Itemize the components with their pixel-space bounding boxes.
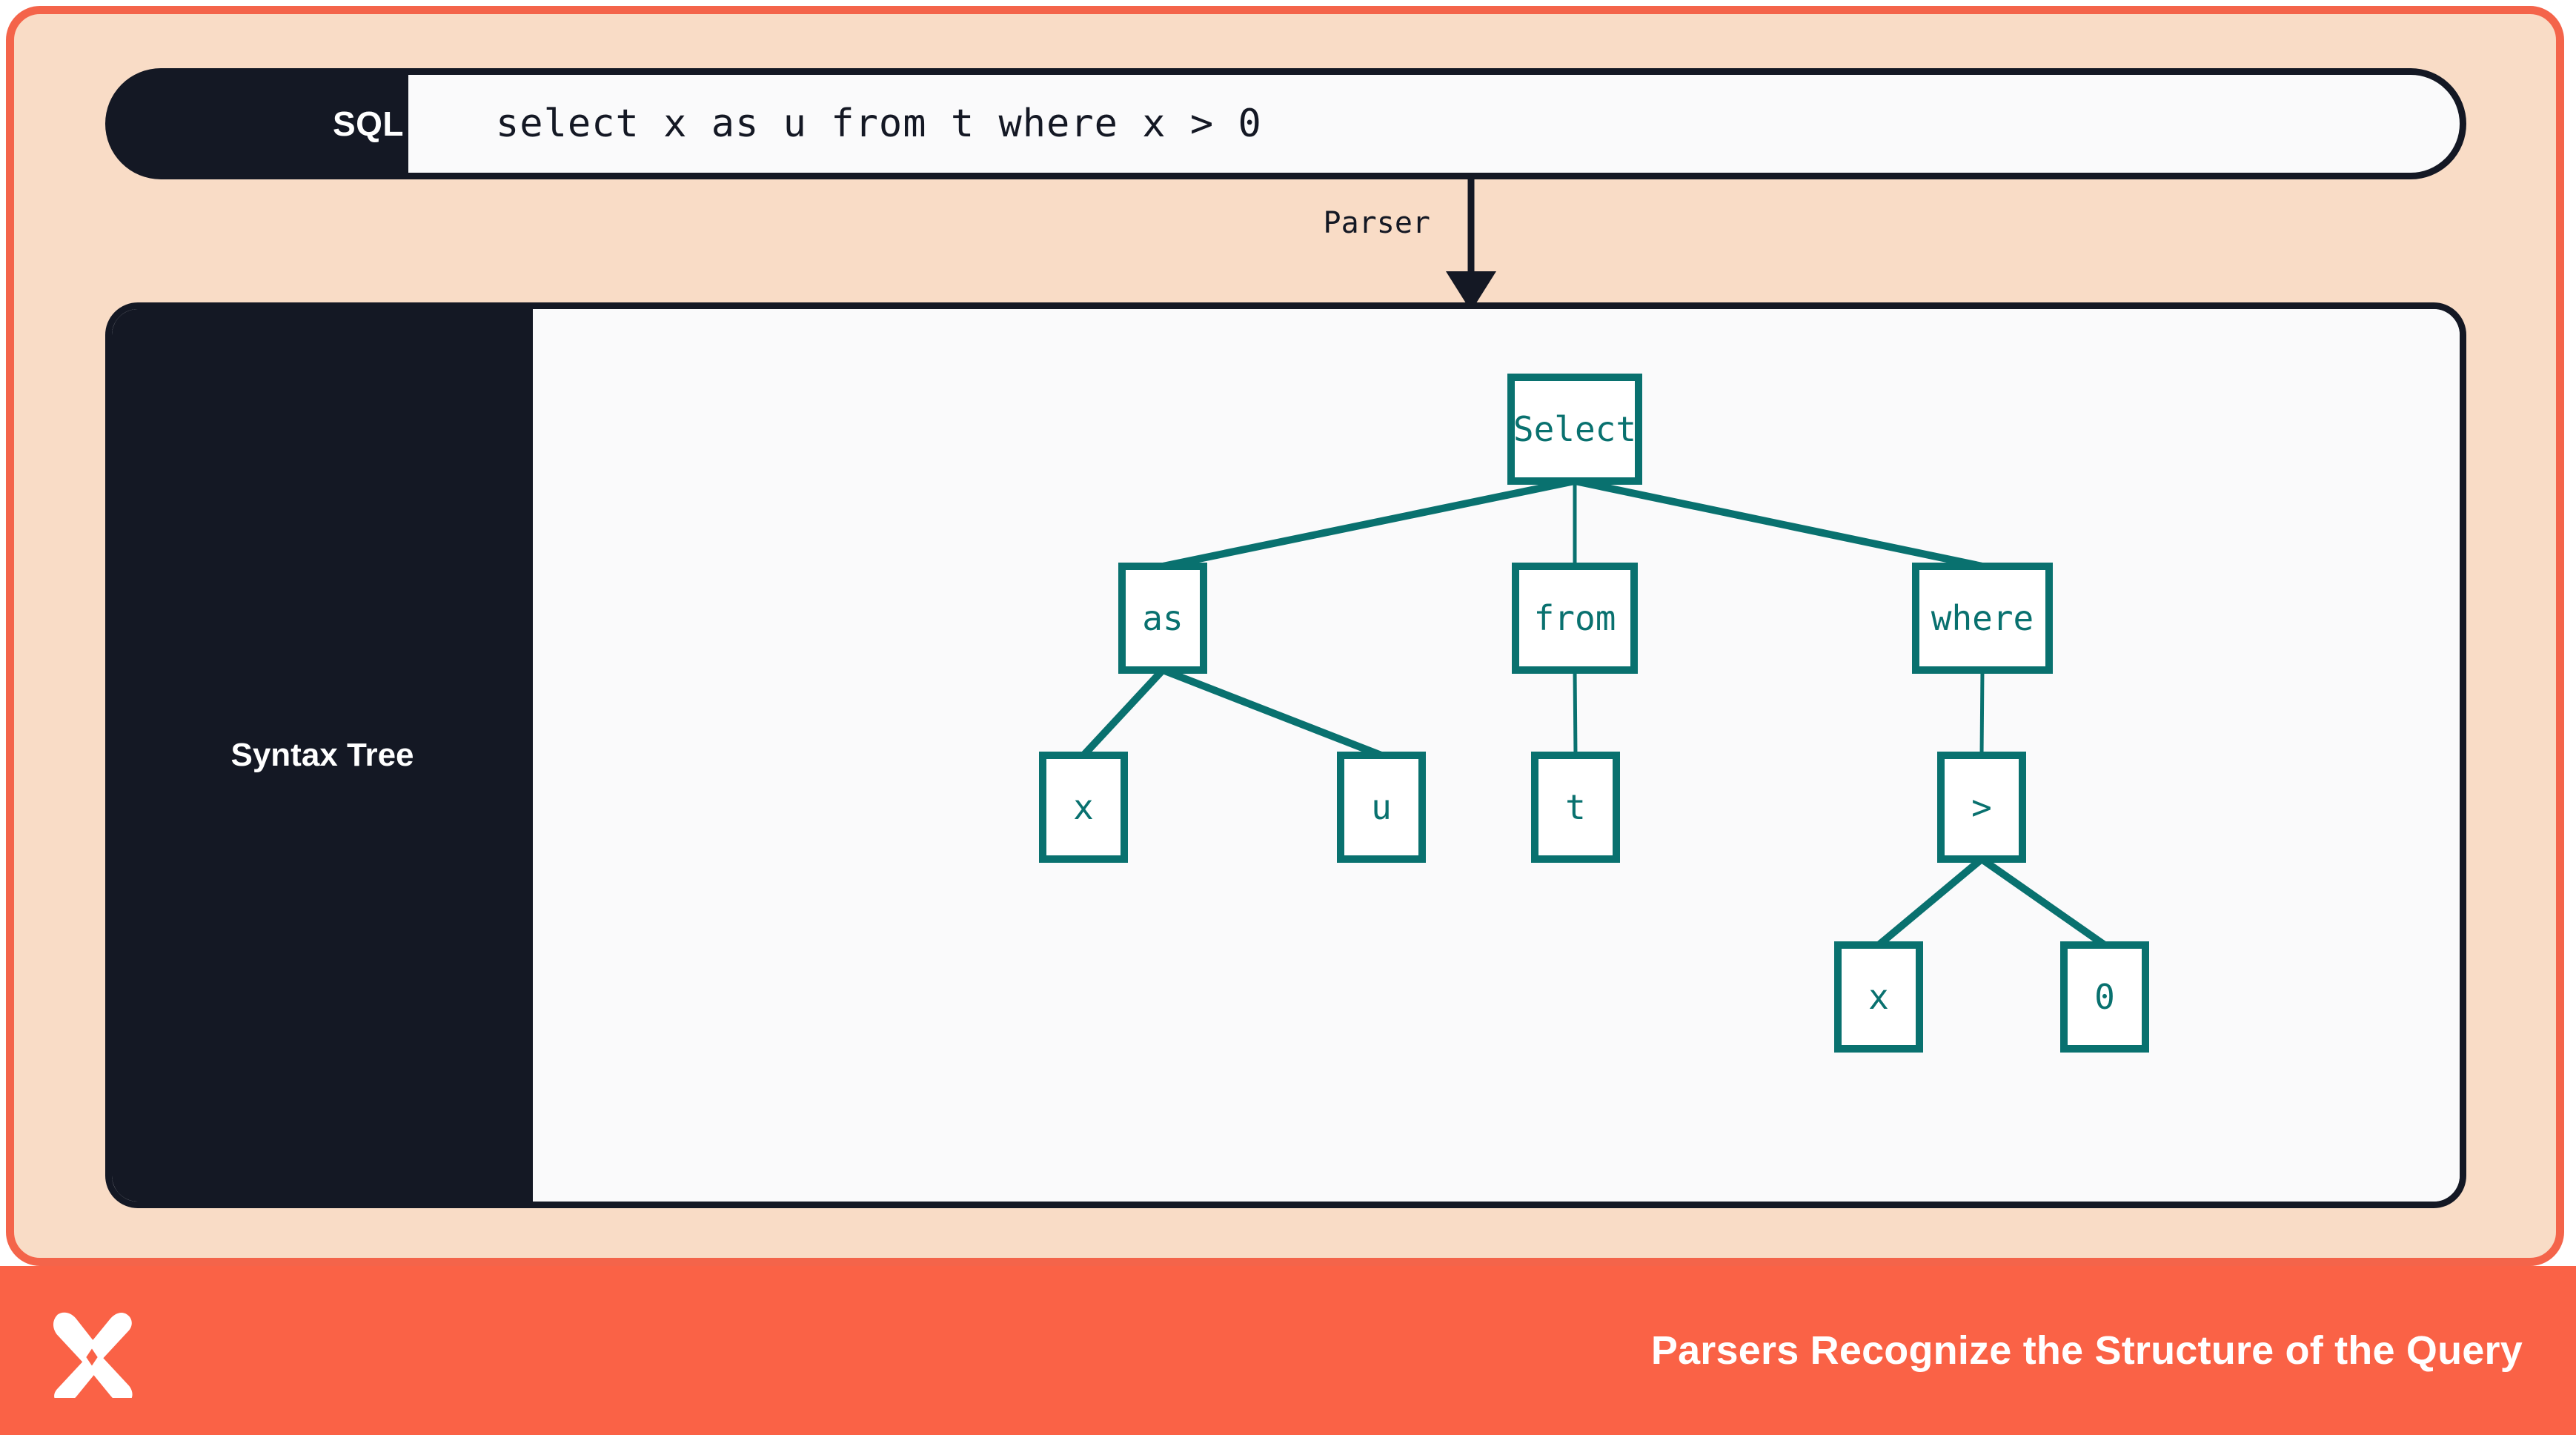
syntax-tree-graph: Select as from where x u t > x 0 xyxy=(1039,374,2149,1053)
tree-node-box xyxy=(1912,563,2053,674)
tree-edge xyxy=(1080,667,1166,758)
tree-node-label: from xyxy=(1534,598,1616,638)
tree-node-box xyxy=(1834,941,1923,1053)
sql-query-text: select x as u from t where x > 0 xyxy=(496,102,1262,146)
tree-node[interactable]: > xyxy=(1937,752,2026,863)
tree-node-box xyxy=(1337,752,1426,863)
tree-node-box xyxy=(1531,752,1620,863)
tree-edge xyxy=(1161,477,1576,570)
footer-caption: Parsers Recognize the Structure of the Q… xyxy=(1650,1328,2523,1373)
tree-node-label: Select xyxy=(1513,409,1636,449)
tree-edge xyxy=(1979,855,2107,949)
tree-node-label: x xyxy=(1073,787,1094,827)
tree-edge xyxy=(1876,856,1985,948)
tree-node-label: u xyxy=(1371,787,1392,827)
tree-node-box xyxy=(1937,752,2026,863)
tree-node-box xyxy=(1507,374,1642,485)
tree-edge xyxy=(1573,669,1578,756)
tree-node[interactable]: as xyxy=(1118,563,1207,674)
parser-arrow-icon xyxy=(1446,176,1496,311)
tree-node-label: t xyxy=(1565,787,1586,827)
syntax-tree-sidebar: Syntax Tree xyxy=(112,309,533,1202)
tree-node-box xyxy=(1118,563,1207,674)
tree-node-label: x xyxy=(1868,977,1889,1017)
tree-node[interactable]: where xyxy=(1912,563,2053,674)
tree-node-box xyxy=(1512,563,1638,674)
tree-node[interactable]: t xyxy=(1531,752,1620,863)
tree-edge xyxy=(1573,477,1984,570)
parser-arrow-label: Parser xyxy=(1323,206,1431,240)
sql-label: SQL xyxy=(332,105,405,143)
tree-node-box xyxy=(1039,752,1128,863)
tree-node[interactable]: x xyxy=(1834,941,1923,1053)
tree-node[interactable]: 0 xyxy=(2060,941,2149,1053)
tree-node[interactable]: x xyxy=(1039,752,1128,863)
syntax-tree-sidebar-label: Syntax Tree xyxy=(230,737,414,773)
syntax-tree-canvas: Select as from where x u t > x 0 xyxy=(533,309,2460,1202)
butterfly-x-logo-icon xyxy=(53,1312,133,1398)
tree-node[interactable]: Select xyxy=(1507,374,1642,485)
tree-node[interactable]: u xyxy=(1337,752,1426,863)
syntax-tree-panel: Syntax Tree Select as from where x u t > x 0 xyxy=(105,302,2466,1208)
tree-node-box xyxy=(2060,941,2149,1053)
tree-node-label: > xyxy=(1971,787,1992,827)
tree-node-label: where xyxy=(1931,598,2034,638)
tree-node-label: as xyxy=(1142,598,1183,638)
tree-edge xyxy=(1161,666,1383,759)
tree-node[interactable]: from xyxy=(1512,563,1638,674)
sql-row: select x as u from t where x > 0 SQL xyxy=(105,68,2466,179)
sql-input[interactable]: select x as u from t where x > 0 xyxy=(402,68,2466,179)
footer-bar: Parsers Recognize the Structure of the Q… xyxy=(0,1266,2576,1435)
tree-node-label: 0 xyxy=(2094,977,2115,1017)
